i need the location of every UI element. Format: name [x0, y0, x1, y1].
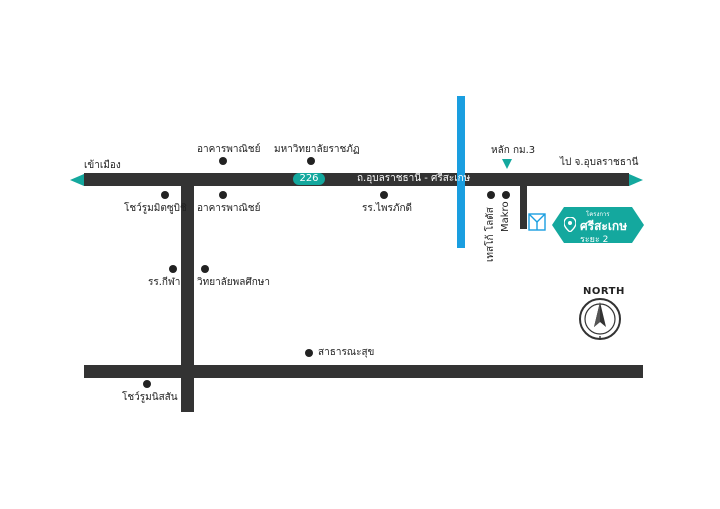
location-pin-icon: [564, 217, 576, 232]
showroom-mitsubishi-label: โชว์รูมมิตซูบิชิ: [124, 203, 187, 214]
public-health-label: สาธารณะสุข: [318, 347, 375, 358]
project-sign[interactable]: โครงการ ศรีสะเกษ ระยะ 2: [552, 207, 644, 245]
showroom-nissan-label: โชว์รูมนิสสัน: [122, 392, 178, 403]
project-phase: ระยะ 2: [580, 235, 609, 245]
project-small-label: โครงการ: [586, 211, 610, 218]
arrow-right-icon: [629, 174, 643, 186]
arrow-left-icon: [70, 174, 84, 186]
landmark-dot: [201, 265, 209, 273]
commercial-building-top-label: อาคารพาณิชย์: [197, 144, 261, 155]
landmark-dot: [169, 265, 177, 273]
landmark-dot: [161, 191, 169, 199]
project-access-road: [520, 186, 527, 229]
project-sign-shape: [552, 207, 644, 243]
tesco-lotus-label: เทสโก้ โลตัส: [485, 207, 496, 262]
school-phrai-phakdi-label: รร.ไพรภักดี: [362, 203, 413, 214]
main-road-label: ถ.อุบลราชธานี - ศรีสะเกษ: [357, 173, 471, 184]
school-kila-label: รร.กีฬา: [148, 277, 181, 288]
landmark-dot: [487, 191, 495, 199]
landmark-dot: [380, 191, 388, 199]
to-ubon-label: ไป จ.อุบลราชธานี: [560, 157, 639, 168]
landmark-dot: [502, 191, 510, 199]
north-label: NORTH: [583, 286, 625, 297]
canal: [457, 96, 465, 248]
road-number-badge: 226: [293, 173, 325, 185]
south-road: [84, 365, 643, 378]
landmark-dot: [305, 349, 313, 357]
makro-label: Makro: [500, 201, 511, 232]
landmark-dot: [219, 157, 227, 165]
landmark-dot: [219, 191, 227, 199]
landmark-dot: [143, 380, 151, 388]
arrow-down-icon: [502, 159, 512, 169]
commercial-building-bottom-label: อาคารพาณิชย์: [197, 203, 261, 214]
vertical-road: [181, 186, 194, 412]
to-city-label: เข้าเมือง: [84, 160, 121, 171]
km-post-label: หลัก กม.3: [491, 145, 536, 156]
compass-icon: [579, 298, 621, 340]
rajabhat-university-label: มหาวิทยาลัยราชภัฏ: [274, 144, 360, 155]
project-name: ศรีสะเกษ: [580, 219, 628, 233]
main-road: [84, 173, 629, 186]
landmark-dot: [307, 157, 315, 165]
physical-education-college-label: วิทยาลัยพลศึกษา: [197, 277, 270, 288]
building-icon: [528, 213, 546, 231]
